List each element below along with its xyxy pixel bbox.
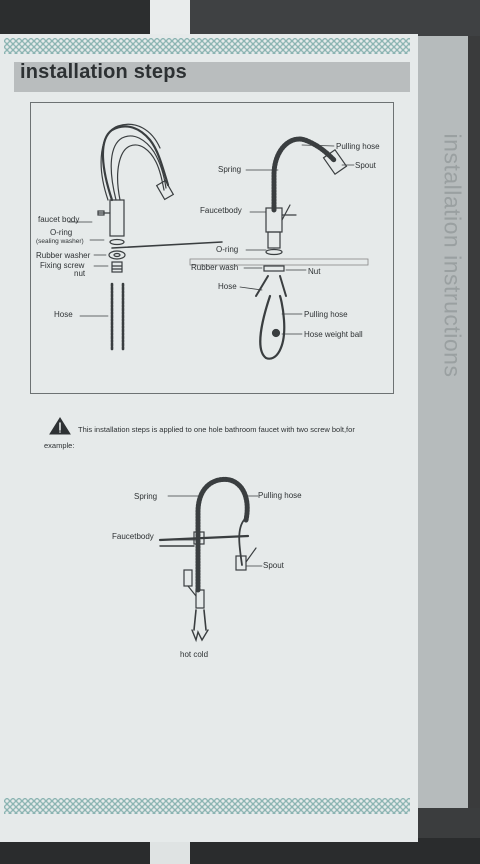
decorative-border-top (4, 38, 410, 54)
label-pulling-hose-3: Pulling hose (258, 491, 302, 500)
label-nut-right: Nut (308, 267, 321, 276)
background-bottom (0, 838, 480, 864)
exploded-faucet-drawing (67, 123, 223, 352)
manual-page (0, 34, 418, 842)
label-sealing-washer: (sealing washer) (36, 238, 84, 245)
diagram-frame (30, 102, 394, 394)
header-bar (14, 62, 410, 92)
label-faucetbody-2: Faucetbody (112, 532, 154, 541)
warning-icon (49, 417, 71, 435)
label-faucetbody: Faucetbody (200, 206, 242, 215)
back-page (418, 36, 468, 808)
label-spout-2: Spout (263, 561, 284, 570)
label-hot-cold: hot cold (180, 650, 209, 659)
label-spring-2: Spring (134, 492, 158, 501)
label-pulling-hose-2: Pulling hose (304, 310, 348, 319)
label-o-ring: O-ring (50, 228, 73, 237)
note-line-2: example: (44, 441, 75, 450)
label-rubber-washer: Rubber washer (36, 251, 91, 260)
spring-faucet-drawing (158, 476, 263, 643)
decorative-border-bottom (4, 798, 410, 814)
assembled-faucet-drawing (189, 136, 369, 360)
label-hose: Hose (54, 310, 73, 319)
label-pulling-hose: Pulling hose (336, 142, 380, 151)
label-spring: Spring (218, 165, 242, 174)
label-nut: nut (74, 269, 86, 278)
label-faucet-body: faucet body (38, 215, 80, 224)
background-strip (150, 0, 190, 40)
background-bottom-strip (150, 838, 190, 864)
note-line-1: This installation steps is applied to on… (78, 425, 355, 434)
background-right (190, 0, 480, 40)
label-hose-weight-ball: Hose weight ball (304, 330, 363, 339)
page-title: installation steps (20, 61, 187, 83)
label-rubber-wash: Rubber wash (191, 263, 239, 272)
label-spout: Spout (355, 161, 376, 170)
label-o-ring-right: O-ring (216, 245, 239, 254)
label-fixing-screw: Fixing screw (40, 261, 85, 270)
label-hose-right: Hose (218, 282, 237, 291)
back-page-edge (468, 36, 480, 808)
background-left (0, 0, 150, 40)
